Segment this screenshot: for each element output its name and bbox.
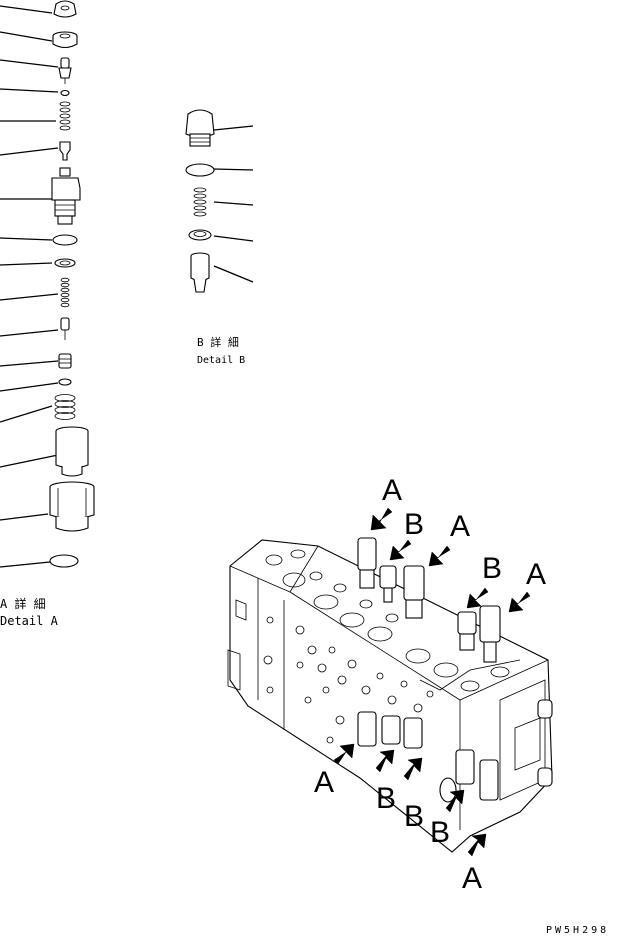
arrow-6 (333, 743, 355, 765)
large-spring-part (54, 394, 76, 420)
callout-letter: A (526, 558, 546, 591)
detail-b-leader-lines (213, 125, 254, 283)
relief-valve-body-part (51, 167, 81, 225)
callout-letter: B (404, 508, 424, 541)
front-face-holes (263, 616, 434, 744)
detail-a-leader-lines (0, 5, 59, 568)
nut-part (52, 31, 78, 49)
detail-a-jp-label: A 詳 細 (0, 596, 46, 611)
arrow-9 (445, 789, 465, 813)
b-plug-part (185, 109, 215, 147)
b-poppet-part (190, 252, 210, 293)
callout-letter: B (376, 782, 396, 815)
b-oring-part (185, 163, 215, 177)
oring-part (52, 234, 78, 246)
b-spring-part (193, 187, 207, 217)
cylinder-part (55, 426, 89, 477)
cap-part (53, 0, 77, 18)
callout-letter: B (404, 800, 424, 833)
small-oring-part (60, 89, 70, 97)
spring-part (59, 101, 71, 131)
callout-letters: A B A B A A B B B A (314, 474, 546, 895)
arrow-7 (375, 749, 395, 773)
sleeve-part (58, 353, 72, 369)
small-ring-part (58, 378, 72, 386)
arrow-3 (428, 545, 451, 567)
piston-part (60, 317, 70, 340)
arrow-8 (403, 757, 423, 781)
callout-letter: A (382, 474, 402, 507)
poppet-part (59, 141, 71, 161)
detail-b-en-label: Detail B (197, 355, 245, 366)
callout-letter: A (462, 862, 482, 895)
arrow-4 (466, 587, 489, 609)
arrow-10 (467, 833, 487, 857)
spring2-part (60, 277, 70, 308)
detail-a-en-label: Detail A (0, 614, 59, 628)
bottom-oring-part (49, 554, 79, 568)
callout-letter: A (314, 766, 334, 799)
small-plug-part (58, 57, 72, 84)
arrow-5 (508, 591, 531, 613)
arrow-2 (389, 539, 412, 561)
callout-letter: B (430, 816, 450, 849)
valve-ports (265, 549, 510, 692)
plug-part (49, 481, 95, 532)
top-valve-cartridges (357, 537, 501, 663)
detail-b-jp-label: B 詳 細 (197, 335, 239, 349)
detail-b-parts (185, 109, 254, 293)
arrow-1 (370, 507, 393, 531)
detail-a-parts (0, 0, 95, 568)
control-valve-assembly (227, 537, 553, 853)
lower-valve-cartridges (357, 711, 499, 803)
figure-code: PW5H298 (546, 925, 609, 936)
b-ring-part (188, 229, 212, 241)
callout-arrows (333, 507, 531, 857)
backup-ring-part (54, 258, 76, 268)
callout-letter: B (482, 552, 502, 585)
callout-letter: A (450, 510, 470, 543)
